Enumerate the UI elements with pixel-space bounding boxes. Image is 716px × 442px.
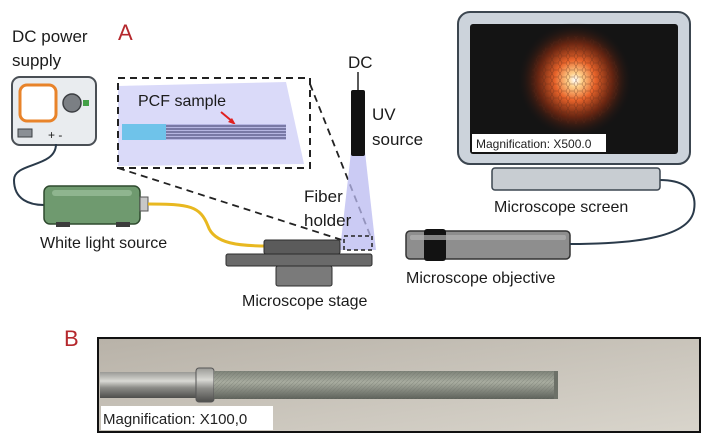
stage-icon bbox=[225, 239, 373, 287]
power-supply-terminals: + - bbox=[48, 128, 62, 142]
power-supply-icon bbox=[11, 76, 97, 146]
fiber-holder-label-line1: Fiber bbox=[304, 187, 343, 206]
fiber-holder-label-line2: holder bbox=[304, 211, 352, 230]
power-cable bbox=[12, 143, 57, 206]
sample-fiber bbox=[122, 124, 170, 140]
uv-lamp-icon bbox=[340, 90, 376, 250]
screen-magnification-bg bbox=[472, 134, 606, 152]
red-arrowhead bbox=[228, 118, 236, 125]
pcf-capillary-lines bbox=[166, 124, 286, 140]
pcf-inset-box bbox=[117, 77, 311, 169]
light-source-icon bbox=[43, 185, 149, 227]
monitor-icon bbox=[457, 11, 691, 191]
fiber-holder-marker bbox=[343, 235, 373, 251]
inset-connector-left bbox=[117, 167, 343, 241]
uv-source-label-line2: source bbox=[372, 130, 423, 149]
inset-connector-right bbox=[309, 83, 373, 241]
objective-cable bbox=[569, 179, 696, 245]
microscope-objective-icon bbox=[405, 229, 571, 261]
fiber-cable bbox=[147, 202, 269, 248]
dc-label: DC bbox=[348, 53, 373, 72]
white-light-source-label: White light source bbox=[40, 235, 167, 252]
uv-source-label-line1: UV bbox=[372, 105, 396, 124]
panel-a-letter: A bbox=[118, 20, 133, 45]
dc-power-supply-label-line2: supply bbox=[12, 51, 62, 70]
microscope-screen-label: Microscope screen bbox=[494, 199, 628, 216]
microscope-objective-label: Microscope objective bbox=[406, 270, 556, 287]
photo-magnification: Magnification: X100,0 bbox=[103, 411, 247, 428]
microscope-stage-label: Microscope stage bbox=[242, 293, 367, 310]
screen-magnification: Magnification: X500.0 bbox=[476, 137, 592, 151]
panel-b-letter: B bbox=[64, 326, 79, 351]
pcf-sample-label: PCF sample bbox=[138, 93, 226, 110]
dc-power-supply-label-line1: DC power bbox=[12, 27, 88, 46]
photo-magnification-bg bbox=[101, 406, 273, 430]
